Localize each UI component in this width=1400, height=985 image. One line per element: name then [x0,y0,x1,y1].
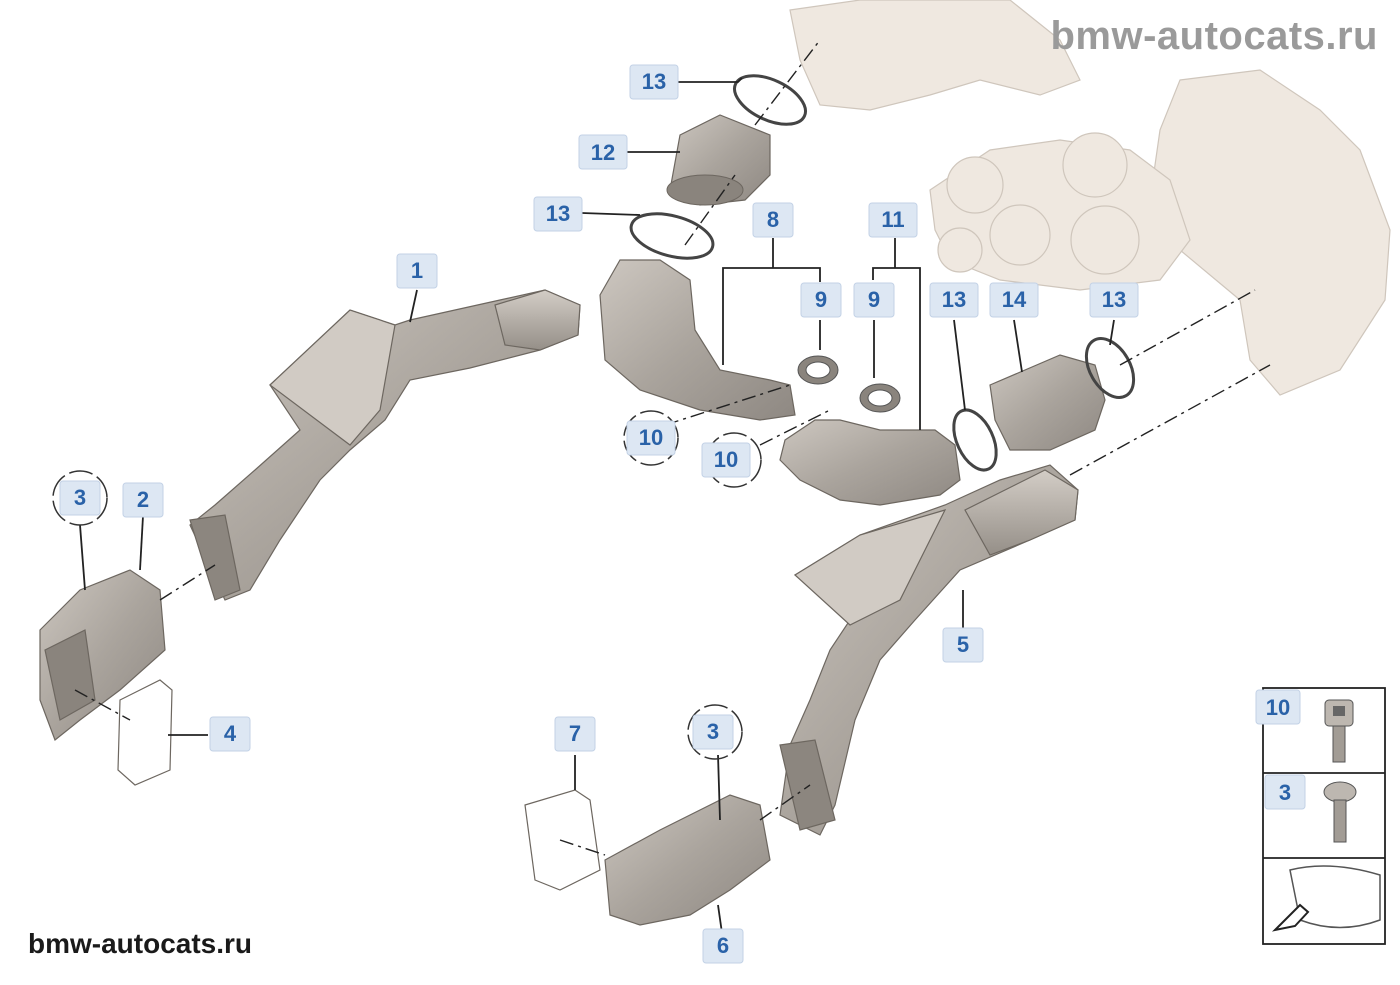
air-guide-bracket-left [39,569,166,741]
callout-7-label: 7 [569,721,581,746]
legend-label-3: 3 [1264,774,1306,810]
callout-10a-label: 10 [639,425,663,450]
assembly-axes [74,39,1271,856]
callout-10b[interactable]: 10 [701,442,751,478]
callout-3b[interactable]: 3 [692,714,734,750]
seal-frame-left [117,679,173,786]
hex-socket-bolt-icon [1324,699,1354,763]
callout-9a-label: 9 [815,287,827,312]
callout-3a[interactable]: 3 [59,480,101,516]
hose-clamp-13c [952,408,998,472]
callout-9b-label: 9 [868,287,880,312]
callout-10b-label: 10 [714,447,738,472]
callout-13b[interactable]: 13 [533,196,583,232]
callout-12[interactable]: 12 [578,134,628,170]
callout-11-label: 11 [881,207,904,232]
callout-2-label: 2 [137,487,149,512]
callout-3b-label: 3 [707,719,719,744]
air-guide-bracket-right [604,794,771,926]
highlight-circles [52,410,762,760]
hose-clamp-13d [1084,337,1136,399]
fastener-legend: 10 3 [1255,687,1386,945]
air-duct-right [779,464,1079,836]
charge-air-pipe-lower [779,419,961,506]
watermark-top: bmw-autocats.ru [1050,14,1378,58]
callout-8-label: 8 [767,207,779,232]
callout-3a-label: 3 [74,485,86,510]
callout-13c-label: 13 [942,287,966,312]
callout-11[interactable]: 11 [868,202,918,238]
intercooler-connector [989,354,1106,451]
torx-screw-icon [1323,781,1357,843]
hose-clamp-13b [629,212,715,260]
hose-clamp-13a [733,74,807,126]
callout-4[interactable]: 4 [209,716,251,752]
seal-frame-right [524,789,601,891]
watermark-bottom: bmw-autocats.ru [28,928,253,959]
charge-air-pipe-upper [599,259,796,421]
callout-13a-label: 13 [642,69,666,94]
callout-5-label: 5 [957,632,969,657]
intake-boot-hose [666,114,771,206]
callout-13d-label: 13 [1102,287,1126,312]
legend-label-3-text: 3 [1279,780,1291,805]
callout-13b-label: 13 [546,201,570,226]
callout-13a[interactable]: 13 [629,64,679,100]
air-duct-left [189,289,581,601]
callout-14[interactable]: 14 [989,282,1039,318]
seal-ring-9b [859,383,901,413]
callout-13d[interactable]: 13 [1089,282,1139,318]
engine-intake-manifold [789,0,1391,396]
callout-14-label: 14 [1002,287,1027,312]
legend-label-10: 10 [1255,689,1301,725]
callout-4-label: 4 [224,721,237,746]
callout-9b[interactable]: 9 [853,282,895,318]
callout-8[interactable]: 8 [752,202,794,238]
callout-1-label: 1 [411,258,423,283]
callout-1[interactable]: 1 [396,253,438,289]
callout-2[interactable]: 2 [122,482,164,518]
legend-label-10-text: 10 [1266,695,1290,720]
callout-5[interactable]: 5 [942,627,984,663]
callout-7[interactable]: 7 [554,716,596,752]
callout-6-label: 6 [717,933,729,958]
callout-13c[interactable]: 13 [929,282,979,318]
vehicle-front-location-icon [1271,865,1381,932]
callout-12-label: 12 [591,140,615,165]
leader-lines [79,77,1115,934]
callout-10a[interactable]: 10 [626,420,676,456]
callout-9a[interactable]: 9 [800,282,842,318]
turbocharger-assembly [929,132,1191,291]
callout-6[interactable]: 6 [702,928,744,964]
seal-ring-9a [797,355,839,385]
